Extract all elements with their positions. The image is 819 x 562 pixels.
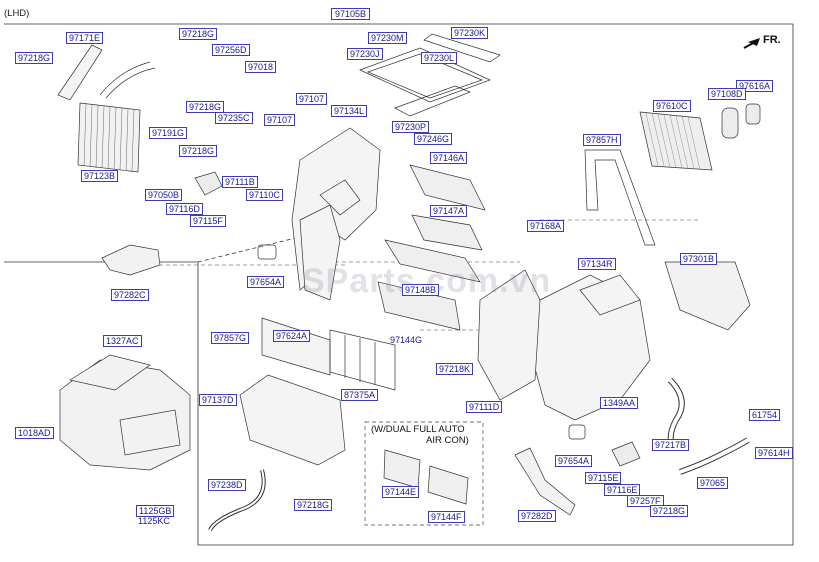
part-label[interactable]: 97107 [264, 114, 296, 126]
part-label[interactable]: 97111D [466, 401, 503, 413]
part-label[interactable]: 97108D [708, 88, 746, 100]
part-label[interactable]: 97218G [186, 101, 225, 113]
part-label[interactable]: 97235C [215, 112, 253, 124]
part-label[interactable]: 97614H [755, 447, 793, 459]
part-label[interactable]: 97238D [208, 479, 246, 491]
part-label[interactable]: 97144G [390, 335, 423, 345]
part-label[interactable]: 97116E [604, 484, 641, 496]
part-label[interactable]: 97301B [680, 253, 718, 265]
part-label[interactable]: 97218G [650, 505, 689, 517]
filter-cover-drawing [359, 33, 501, 117]
case-left-drawing [291, 127, 381, 301]
part-label[interactable]: 97217B [652, 439, 690, 451]
part-label[interactable]: 97018 [245, 61, 277, 73]
part-label[interactable]: 1349AA [600, 397, 639, 409]
part-label[interactable]: 97134L [331, 105, 368, 117]
part-label[interactable]: 97218G [179, 145, 218, 157]
part-label[interactable]: 97654A [247, 276, 285, 288]
part-label[interactable]: 97144F [428, 511, 465, 523]
duct-drawing [664, 261, 751, 331]
part-label[interactable]: 97218G [15, 52, 54, 64]
part-label[interactable]: 97191G [149, 127, 188, 139]
part-label[interactable]: 97110C [246, 189, 283, 201]
gasket-drawing [257, 244, 586, 440]
part-label[interactable]: 97134R [578, 258, 616, 270]
part-label[interactable]: 97115F [190, 215, 226, 227]
bracket-drawing [57, 44, 103, 101]
seal-drawing [584, 149, 656, 246]
part-label[interactable]: 97246G [414, 133, 453, 145]
part-label[interactable]: 97107 [296, 93, 328, 105]
expansion-valve-drawing [721, 103, 761, 139]
part-label[interactable]: 1327AC [103, 335, 142, 347]
part-label[interactable]: 97624A [273, 330, 311, 342]
part-label[interactable]: 97282C [111, 289, 149, 301]
part-label[interactable]: 97230L [421, 52, 458, 64]
door-drawings [377, 164, 486, 331]
part-label[interactable]: 97146A [430, 152, 468, 164]
part-label[interactable]: 97111B [222, 176, 258, 188]
part-label[interactable]: 97218K [436, 363, 474, 375]
part-label[interactable]: 87375A [341, 389, 379, 401]
part-label[interactable]: 97654A [555, 455, 593, 467]
duct-97282c-drawing [101, 244, 161, 276]
duct-97282d-drawing [514, 447, 576, 516]
part-label[interactable]: 1018AD [15, 427, 54, 439]
part-label[interactable]: 97610C [653, 100, 691, 112]
part-label[interactable]: 97218G [179, 28, 218, 40]
part-label[interactable]: 97065 [697, 477, 729, 489]
blower-assembly-drawing [59, 354, 191, 471]
direction-arrow-icon [743, 38, 760, 49]
part-label[interactable]: 97171E [66, 32, 104, 44]
part-label[interactable]: 97123B [81, 170, 119, 182]
part-label[interactable]: 97230M [368, 32, 407, 44]
case-right-drawing [477, 269, 651, 421]
evaporator-drawing [639, 111, 713, 171]
dual-auto-box [364, 421, 484, 526]
assembly-label[interactable]: 97105B [331, 8, 371, 20]
part-label[interactable]: 97230P [392, 121, 430, 133]
part-label[interactable]: 97256D [212, 44, 250, 56]
part-label[interactable]: 97218G [294, 499, 333, 511]
part-label[interactable]: 61754 [749, 409, 781, 421]
part-label[interactable]: 97137D [199, 394, 237, 406]
seal-lower-drawing [329, 329, 396, 391]
part-label[interactable]: 97857H [583, 134, 621, 146]
part-label[interactable]: 97857G [211, 332, 250, 344]
actuator-drawing [194, 171, 641, 467]
note-line-2: AIR CON) [426, 435, 469, 446]
part-label[interactable]: 97115E [585, 472, 622, 484]
part-label[interactable]: 97144E [382, 486, 420, 498]
part-label[interactable]: 97230K [451, 27, 489, 39]
part-label[interactable]: 1125KC [138, 516, 170, 526]
part-label[interactable]: 97168A [527, 220, 565, 232]
direction-label: FR. [763, 34, 781, 46]
part-label[interactable]: 97147A [430, 205, 468, 217]
variant-label: (LHD) [4, 8, 30, 19]
part-label[interactable]: 97116D [166, 203, 203, 215]
part-label[interactable]: 97282D [518, 510, 556, 522]
part-label[interactable]: 97257F [627, 495, 664, 507]
heater-core-drawing [77, 61, 156, 173]
note-line-1: (W/DUAL FULL AUTO [371, 424, 465, 435]
part-label[interactable]: 97148B [402, 284, 440, 296]
part-label[interactable]: 97050B [145, 189, 183, 201]
part-label[interactable]: 97230J [347, 48, 383, 60]
door-pair-drawing [383, 449, 469, 505]
part-label[interactable]: 1125GB [136, 505, 175, 517]
